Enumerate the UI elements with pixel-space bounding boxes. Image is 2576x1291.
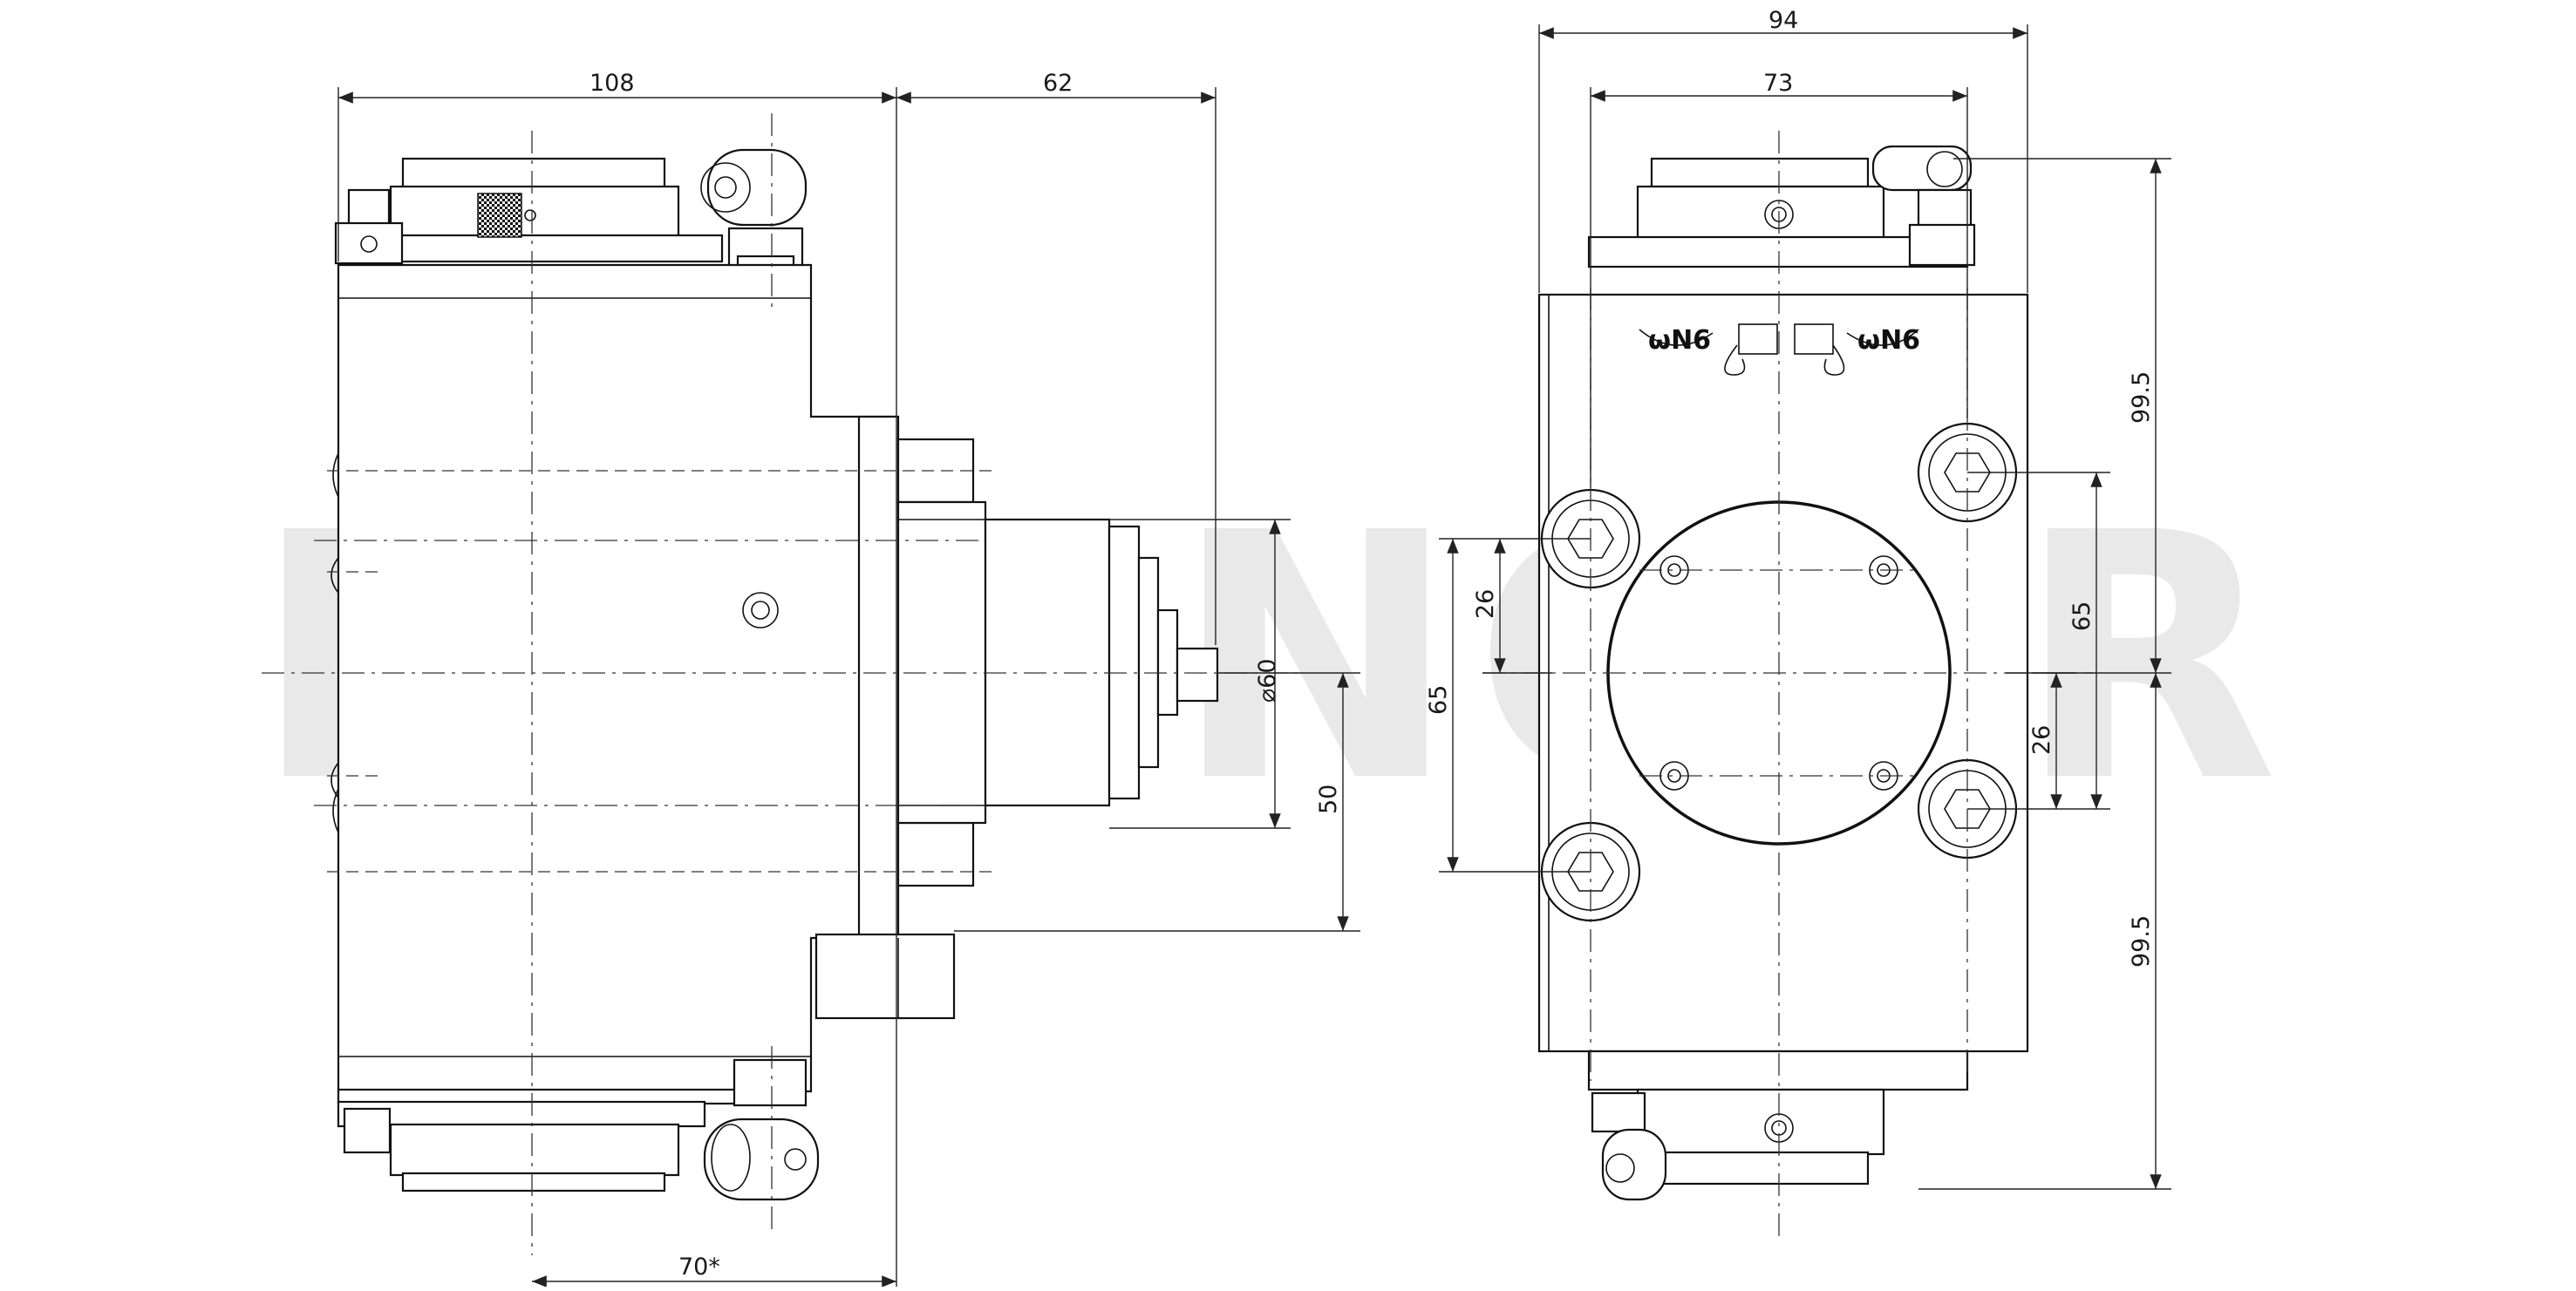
housing-body xyxy=(337,263,898,1093)
dim-diameter: ⌀60 xyxy=(1254,658,1281,703)
top-clamp-ring xyxy=(401,157,666,190)
coolant-connector-bottom xyxy=(703,1058,820,1201)
mounting-flange xyxy=(857,415,900,941)
front-view: ωN6 ωN6 xyxy=(1482,131,2093,1238)
dim-height-lower: 99.5 xyxy=(2128,915,2155,968)
side-view-dimensions: 108 62 ⌀60 50 70* xyxy=(337,70,1360,1290)
spindle-nose xyxy=(984,518,1111,807)
bolt-head xyxy=(360,235,378,253)
dim-side-offset: 62 xyxy=(1043,70,1073,97)
output-shaft xyxy=(1176,647,1219,703)
front-view-dimensions: 94 73 99.5 99.5 65 26 65 26 xyxy=(1425,7,2171,1190)
dim-side-width: 108 xyxy=(589,70,635,97)
knurled-grip xyxy=(477,193,522,238)
side-view xyxy=(262,113,1299,1255)
dim-spacing-left: 65 xyxy=(1425,685,1452,715)
dim-bottom-mark: 70* xyxy=(678,1254,720,1281)
rotation-mark-right: ωN6 xyxy=(1857,325,1920,356)
dim-height-upper: 99.5 xyxy=(2128,371,2155,424)
set-screw-icon xyxy=(742,592,779,629)
lower-bracket xyxy=(814,933,956,1020)
rotation-mark-left: ωN6 xyxy=(1648,325,1711,356)
dim-shaft-offset: 50 xyxy=(1315,785,1342,814)
dim-front-inner: 73 xyxy=(1763,70,1793,97)
dim-offset-lower: 26 xyxy=(2028,725,2055,755)
dim-spacing-right: 65 xyxy=(2068,601,2096,631)
dim-front-width: 94 xyxy=(1768,7,1798,34)
dim-offset-upper: 26 xyxy=(1472,589,1499,619)
